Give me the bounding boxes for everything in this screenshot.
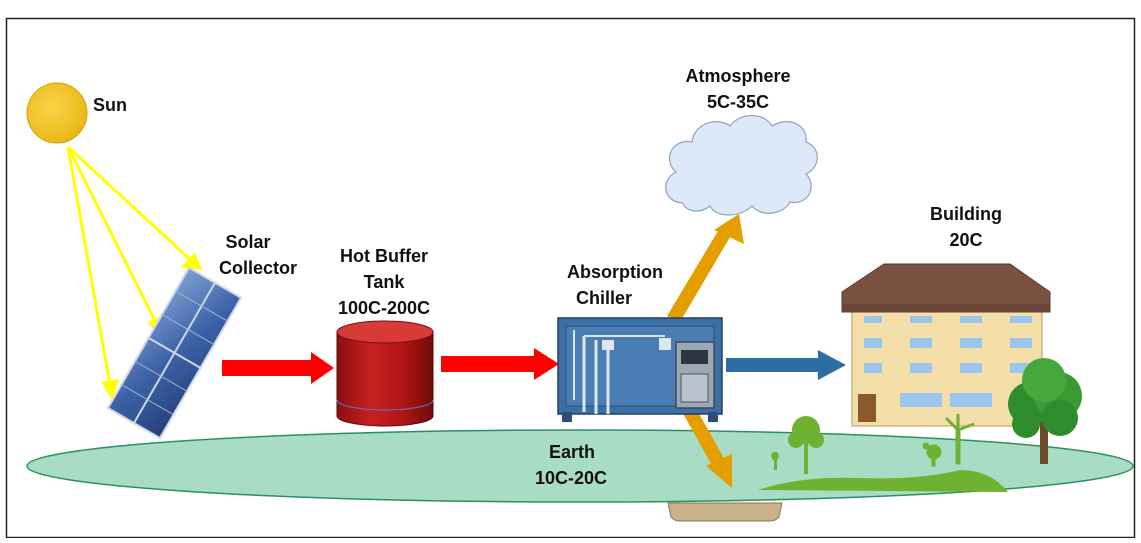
grass-strip [758, 470, 1008, 492]
heat-rejection-arrow-to-atmosphere [667, 214, 744, 322]
solar-collector-icon [106, 266, 243, 440]
sun-ray [66, 146, 159, 326]
sun-ray-head [180, 252, 203, 270]
atmosphere-label-line1: Atmosphere [685, 66, 790, 86]
cloud-icon [665, 114, 818, 216]
tank-label-line3: 100C-200C [338, 298, 430, 318]
hot-flow-arrow-tank-to-chiller [441, 348, 559, 380]
building-label-line1: Building [930, 204, 1002, 224]
building-label-line2: 20C [949, 230, 982, 250]
sun-ray-head [101, 379, 120, 401]
sun-label: Sun [93, 95, 127, 115]
tank-label-line2: Tank [364, 272, 406, 292]
solar-collector-label-line1: Solar [225, 232, 270, 252]
hot-flow-arrow-collector-to-tank [222, 352, 334, 384]
chiller-label-line2: Chiller [576, 288, 632, 308]
sun-ray [66, 145, 195, 264]
tree-icon [1008, 358, 1082, 464]
solar-collector-label-line2: Collector [219, 258, 297, 278]
plant-icon [771, 416, 824, 474]
absorption-chiller-icon [557, 317, 723, 422]
ground-pit [667, 502, 783, 522]
atmosphere-label-line2: 5C-35C [707, 92, 769, 112]
chiller-label-line1: Absorption [567, 262, 663, 282]
heat-rejection-arrow-to-earth [680, 401, 732, 488]
wind-turbine-icon [922, 414, 975, 467]
sun-icon [26, 82, 88, 144]
hot-buffer-tank-icon [336, 320, 434, 427]
tank-label-line1: Hot Buffer [340, 246, 428, 266]
earth-label-line1: Earth [549, 442, 595, 462]
sun-ray [66, 146, 112, 386]
cold-flow-arrow-chiller-to-building [726, 350, 846, 380]
earth-label-line2: 10C-20C [535, 468, 607, 488]
sun-rays [66, 145, 203, 401]
